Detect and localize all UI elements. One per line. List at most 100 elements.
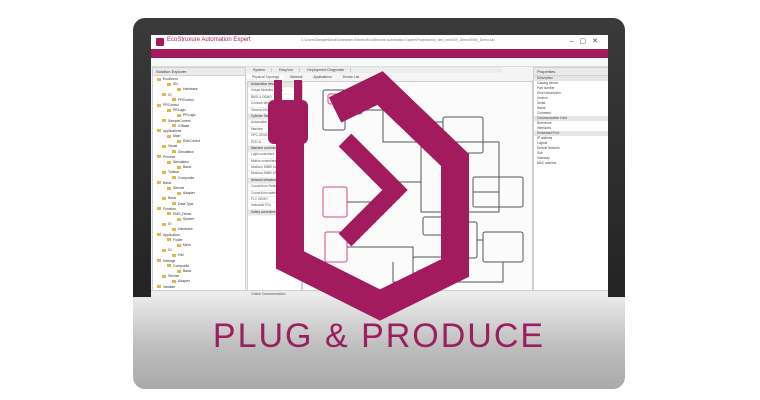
tree-item[interactable]: HW: [157, 253, 245, 258]
device-list-item[interactable]: Motion controllers: [248, 159, 301, 166]
device-list-item[interactable]: Logic controllers: [248, 152, 301, 159]
tree-item-label: Settings: [163, 258, 176, 263]
tree-item[interactable]: Folder: [157, 238, 245, 243]
folder-icon: [157, 259, 161, 263]
folder-icon: [157, 155, 161, 159]
tree-item[interactable]: Service: [157, 186, 245, 191]
property-row: Short description: [537, 91, 561, 95]
tree-item[interactable]: Data Type: [157, 202, 245, 207]
tree-item[interactable]: Visual: [157, 144, 245, 149]
device-list-item[interactable]: Modicon M580 controllers: [248, 165, 301, 172]
tree-item[interactable]: Applications: [157, 129, 245, 134]
tree-item[interactable]: Process: [157, 155, 245, 160]
device-list-item[interactable]: ConneXium Switches: [248, 184, 301, 191]
device-list-item[interactable]: Modicon M580 ePAC: [248, 171, 301, 178]
tree-item-label: IOBase: [178, 123, 190, 128]
tree-item[interactable]: Simulation: [157, 160, 245, 165]
device-list-item[interactable]: Network infrastructure devices: [248, 177, 301, 185]
tree-item-label: Mem: [183, 243, 191, 247]
banner-text: PLUG & PRODUCE: [212, 316, 546, 355]
tree-item-label: Basic: [183, 165, 192, 170]
tab-easyvue[interactable]: EasyVue: [272, 68, 301, 72]
folder-icon: [172, 253, 176, 257]
device-list-item[interactable]: ConneXium switches Ensero: [248, 191, 301, 198]
tree-item[interactable]: Composite: [157, 264, 245, 269]
folder-icon: [167, 160, 171, 164]
tree-item[interactable]: IO: [157, 248, 245, 253]
tree-item-label: Function: [163, 206, 177, 211]
window-controls[interactable]: –▢✕: [569, 38, 604, 45]
tree-item-label: SampleControl: [168, 118, 191, 123]
tree-item-label: Application: [163, 232, 180, 237]
tree-item[interactable]: Basic: [157, 181, 245, 186]
tree-item[interactable]: RobControl: [157, 139, 245, 144]
tree-item[interactable]: Settings: [157, 259, 245, 264]
subtab-network[interactable]: Network: [290, 75, 303, 79]
tree-item[interactable]: IOBase: [157, 124, 245, 129]
tree-item-label: PRLogic: [173, 108, 186, 113]
device-block: [322, 89, 346, 131]
tree-item[interactable]: Composite: [157, 176, 245, 181]
tree-item[interactable]: Basic: [157, 196, 245, 201]
tree-item-label: IEC: [173, 82, 179, 87]
tree-item[interactable]: PRControl: [157, 103, 245, 108]
tree-item[interactable]: IEC: [157, 82, 245, 87]
app-title: EcoStruxure Automation Expert: [167, 37, 251, 43]
tree-item[interactable]: SampleControl: [157, 119, 245, 124]
tree-item[interactable]: Basic: [157, 165, 245, 170]
tree-item[interactable]: PRLogic: [157, 113, 245, 118]
subtab-device-list[interactable]: Device List: [342, 75, 360, 79]
subtab-physical-topology[interactable]: Physical Topology: [247, 75, 285, 79]
tree-item-label: Adapter: [183, 191, 195, 196]
device-list-item[interactable]: PLC DEMO: [248, 197, 301, 204]
subtab-applications[interactable]: Applications: [313, 75, 332, 79]
tree-item[interactable]: Main: [157, 134, 245, 139]
tree-item[interactable]: System: [157, 217, 245, 222]
device-list-item[interactable]: Industrial PCs: [248, 203, 301, 210]
tree-item[interactable]: Hardware: [157, 227, 245, 232]
tree-item[interactable]: Application: [157, 233, 245, 238]
tree-item-label: Data Type: [178, 201, 194, 206]
tree-item[interactable]: Variable: [157, 285, 245, 290]
tree-item[interactable]: Service: [157, 274, 245, 279]
folder-icon: [177, 191, 181, 195]
tree-item[interactable]: Function: [157, 207, 245, 212]
tab-system[interactable]: System: [247, 68, 272, 72]
switch-box: [422, 216, 446, 236]
tree-item[interactable]: IO: [157, 93, 245, 98]
toolbar: [151, 58, 608, 67]
tree-item[interactable]: Adapter: [157, 191, 245, 196]
tree-item[interactable]: IO: [157, 222, 245, 227]
device-list-item[interactable]: PCD-A: [248, 140, 301, 146]
folder-icon: [177, 139, 181, 143]
property-row: Version: [537, 96, 548, 100]
tree-item[interactable]: Hardware: [157, 87, 245, 92]
tree-item[interactable]: Basic: [157, 269, 245, 274]
folder-icon: [162, 119, 166, 123]
folder-icon: [157, 233, 161, 237]
tree-item-label: Applications: [163, 128, 182, 133]
sub-tabs: Physical Topology Network Applications D…: [247, 74, 502, 80]
tree-item[interactable]: EcoDemo: [157, 77, 245, 82]
tree-item[interactable]: Toolbar: [157, 170, 245, 175]
tree-item[interactable]: EMS_Demo: [157, 212, 245, 217]
tree-item[interactable]: PRLogic: [157, 108, 245, 113]
tree-item[interactable]: Mem: [157, 243, 245, 248]
tree-item[interactable]: Simulation: [157, 150, 245, 155]
tree-item[interactable]: PRControl: [157, 98, 245, 103]
tree-item[interactable]: Adapter: [157, 279, 245, 284]
device-list-item[interactable]: Safety controllers: [248, 209, 301, 217]
property-row: Comment: [537, 111, 551, 115]
device-list-item[interactable]: Machine controllers: [248, 145, 301, 153]
tab-deployment[interactable]: Deployment Diagnostic: [301, 68, 352, 72]
folder-icon: [157, 181, 161, 185]
tree-item-label: Basic: [168, 196, 177, 201]
folder-icon: [157, 207, 161, 211]
folder-icon: [167, 238, 171, 242]
topology-canvas[interactable]: [302, 81, 533, 291]
